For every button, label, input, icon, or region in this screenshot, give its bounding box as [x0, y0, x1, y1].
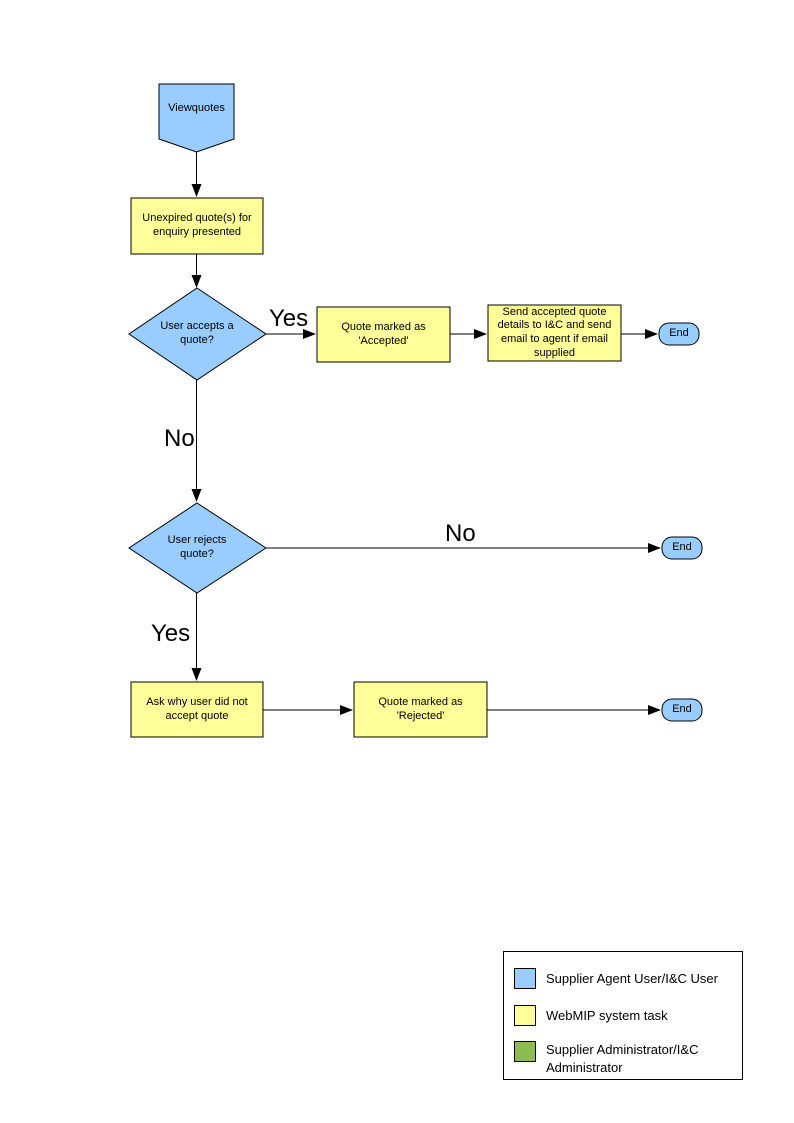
- legend-label: WebMIP system task: [546, 1008, 668, 1023]
- legend-swatch-yellow: [514, 1005, 536, 1026]
- start-pentagon-shape: [158, 83, 235, 153]
- legend-item-supplier-agent-user: Supplier Agent User/I&C User: [514, 968, 738, 989]
- end2-pill-shape: [661, 536, 703, 560]
- legend-swatch-blue: [514, 968, 536, 989]
- process-box-present-shape: [130, 197, 264, 255]
- decision-accepts-shape: [128, 287, 267, 381]
- connector-lines: [191, 152, 661, 715]
- edge-label-yes-reject: Yes: [151, 620, 191, 647]
- legend-swatch-green: [514, 1041, 536, 1062]
- legend-label: Supplier Administrator/I&C Administrator: [546, 1042, 699, 1075]
- legend-item-supplier-admin: Supplier Administrator/I&C Administrator: [514, 1041, 738, 1076]
- end1-pill-shape: [658, 322, 700, 346]
- edge-label-yes-accept: Yes: [269, 305, 309, 332]
- legend-item-webmip-task: WebMIP system task: [514, 1005, 738, 1026]
- end3-pill-shape: [661, 698, 703, 722]
- process-box-send-shape: [487, 304, 622, 362]
- legend-label: Supplier Agent User/I&C User: [546, 971, 718, 986]
- edge-label-no-accept: No: [164, 425, 195, 452]
- process-box-rejected-shape: [353, 681, 488, 738]
- edge-label-no-reject: No: [445, 520, 476, 547]
- process-box-askwhy-shape: [130, 681, 264, 738]
- decision-rejects-shape: [128, 502, 267, 594]
- legend-box: Supplier Agent User/I&C User WebMIP syst…: [503, 951, 743, 1080]
- process-box-accepted-shape: [316, 306, 451, 363]
